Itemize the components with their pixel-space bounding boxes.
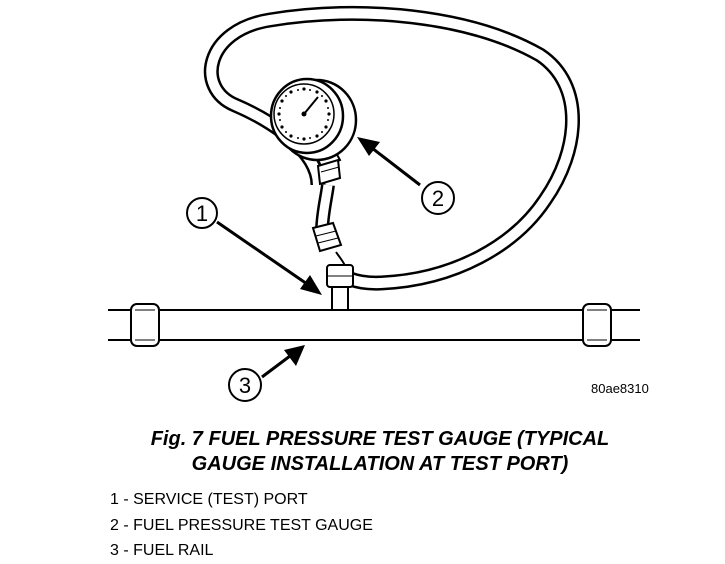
- caption-line-2: GAUGE INSTALLATION AT TEST PORT): [191, 453, 569, 475]
- figure-legend: 1 - SERVICE (TEST) PORT 2 - FUEL PRESSUR…: [110, 487, 373, 564]
- callout-1-number: 1: [196, 201, 208, 226]
- gauge-hose: [203, 5, 580, 291]
- figure-code: 80ae8310: [591, 381, 649, 396]
- hose-coupling: [311, 221, 343, 253]
- fuel-rail: [108, 303, 640, 347]
- callout-3: 3: [228, 345, 305, 402]
- pressure-gauge: [269, 77, 358, 162]
- gauge-ticks: [277, 87, 331, 141]
- rail-clamp-right: [582, 303, 612, 347]
- legend-item: 2 - FUEL PRESSURE TEST GAUGE: [110, 516, 373, 534]
- rail-clamp-left: [130, 303, 160, 347]
- gauge-needle: [303, 96, 319, 115]
- service-port: [326, 251, 354, 311]
- callout-1: 1: [186, 197, 322, 295]
- legend-item: 1 - SERVICE (TEST) PORT: [110, 491, 308, 508]
- legend-item: 3 - FUEL RAIL: [110, 542, 214, 559]
- callout-2-number: 2: [432, 186, 444, 211]
- callout-3-number: 3: [239, 373, 251, 398]
- fuel-gauge-diagram: 1 2 3 80ae8310: [108, 5, 649, 402]
- figure-caption: Fig. 7 FUEL PRESSURE TEST GAUGE (TYPICAL…: [0, 427, 725, 477]
- caption-line-1: Fig. 7 FUEL PRESSURE TEST GAUGE (TYPICAL: [150, 428, 610, 450]
- callout-2: 2: [357, 137, 455, 215]
